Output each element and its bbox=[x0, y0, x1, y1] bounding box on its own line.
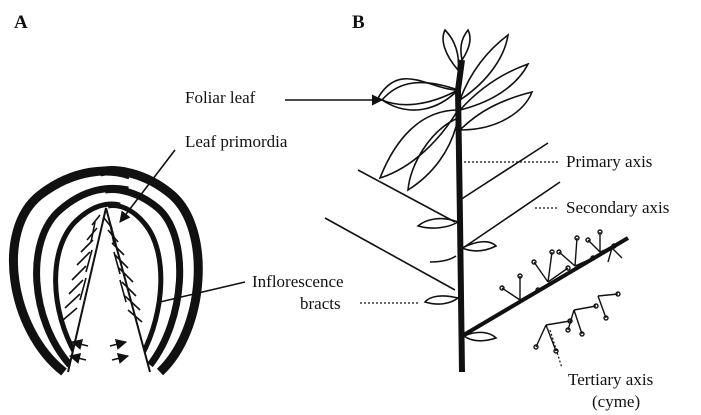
secondary-branch-2 bbox=[460, 182, 560, 250]
leaf-primordia-label: Leaf primordia bbox=[185, 132, 287, 152]
secondary-axis-label: Secondary axis bbox=[566, 198, 669, 218]
primary-axis-stem bbox=[458, 60, 462, 372]
tertiary-branch bbox=[462, 238, 628, 336]
shoot-apex-cone bbox=[68, 208, 150, 372]
panel-a-label: A bbox=[14, 12, 28, 34]
foliar-leaf-label: Foliar leaf bbox=[185, 88, 255, 108]
cyme-clusters bbox=[500, 230, 626, 353]
inflorescence-bracts-leader-a bbox=[160, 282, 245, 302]
foliar-leaves bbox=[378, 30, 532, 190]
panel-a-shoot-apex bbox=[13, 150, 245, 372]
panel-b-label: B bbox=[352, 12, 365, 34]
secondary-branch-left-1 bbox=[358, 170, 455, 222]
inflorescence-label-line1: Inflorescence bbox=[252, 272, 344, 292]
tertiary-axis-label-line1: Tertiary axis bbox=[568, 370, 653, 390]
inflorescence-label-line2: bracts bbox=[300, 294, 341, 314]
secondary-branch-1 bbox=[460, 143, 548, 200]
tertiary-axis-label-line2: (cyme) bbox=[592, 392, 640, 412]
primary-axis-label: Primary axis bbox=[566, 152, 652, 172]
